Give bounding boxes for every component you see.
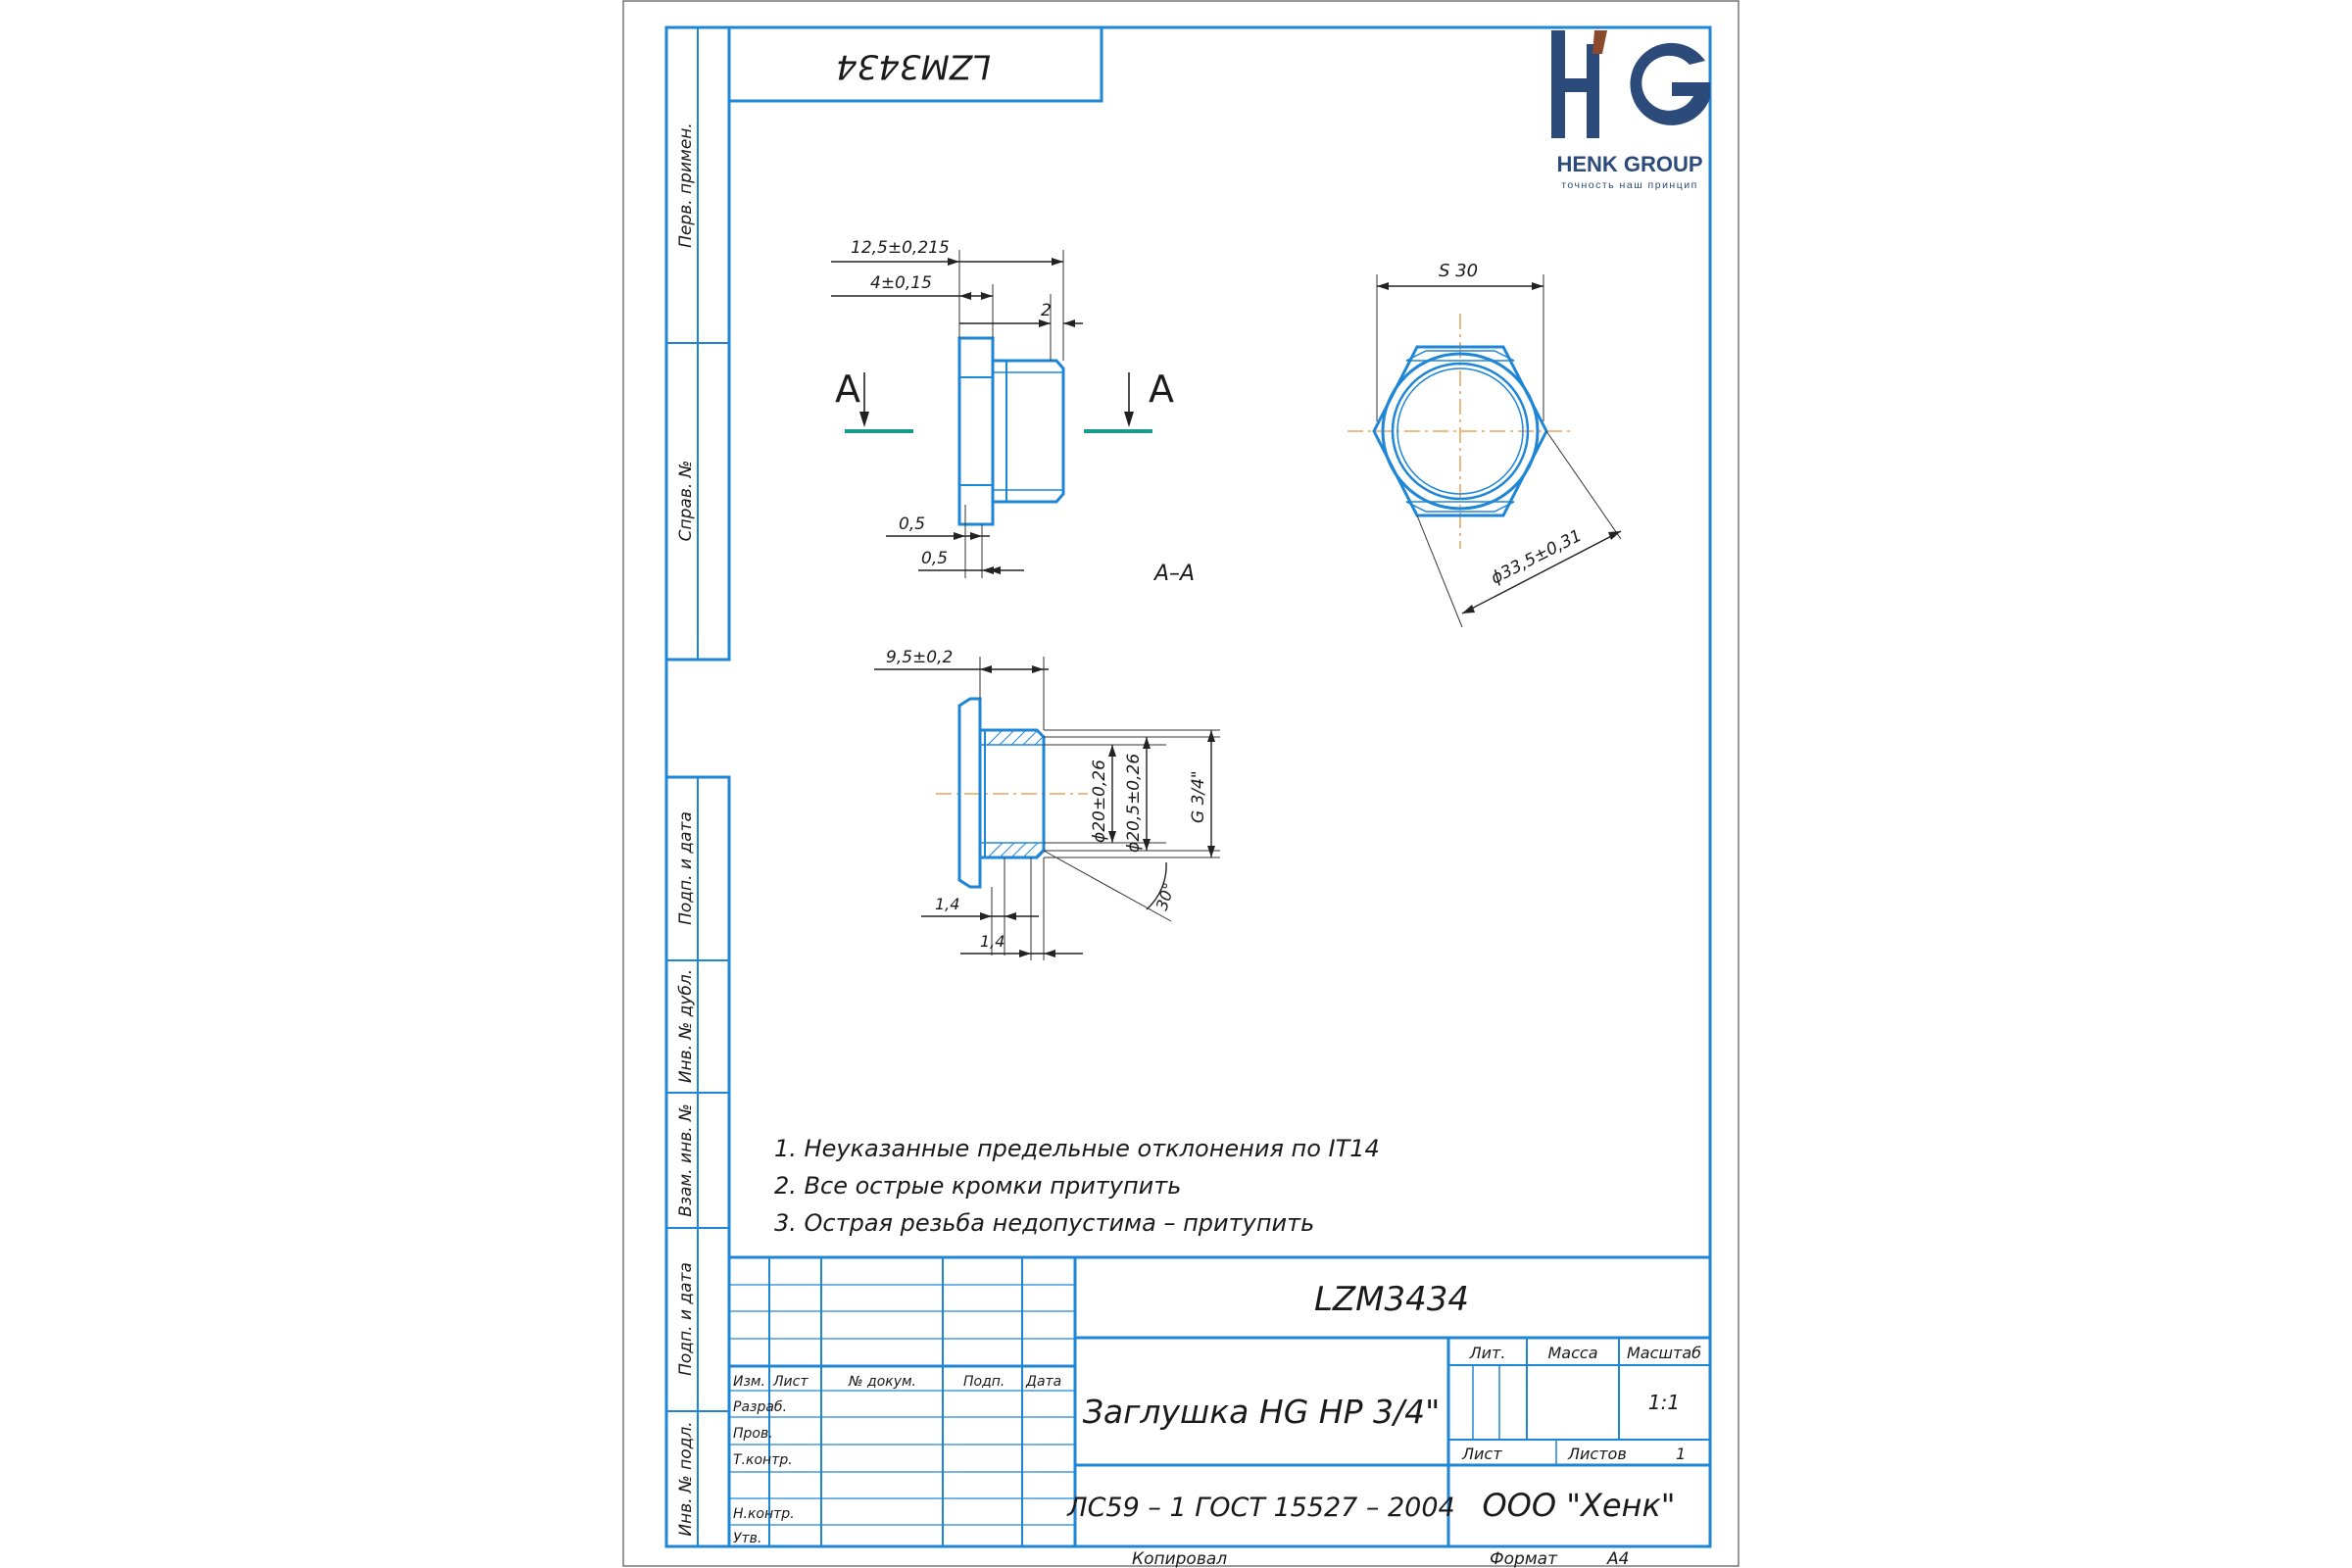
part-name: Заглушка HG HP 3/4" (1083, 1393, 1441, 1431)
dim-undercut-a: 1,4 (935, 895, 959, 913)
section-title: A–A (1152, 562, 1195, 586)
section-marker-right (1084, 372, 1152, 433)
role-nkontr: Н.контр. (733, 1506, 795, 1522)
top-stamp-box (727, 25, 1103, 103)
dim-depth: 9,5±0,2 (886, 648, 953, 667)
note-1: 1. Неуказанные предельные отклонения по … (774, 1135, 1380, 1162)
lit-label: Лит. (1469, 1344, 1506, 1362)
logo-slogan: точность наш принцип (1561, 179, 1698, 191)
side-view-dims (831, 250, 1083, 578)
hex-key-size: S 30 (1439, 261, 1478, 281)
dim-bore-205: ϕ20,5±0,26 (1124, 754, 1144, 853)
side-label-inv-podl: Инв. № подл. (676, 1421, 696, 1536)
sheet-label: Лист (1461, 1445, 1502, 1463)
role-utv: Утв. (733, 1531, 761, 1546)
dim-angle: 30° (1152, 880, 1179, 912)
dim-bore-20: ϕ20±0,26 (1090, 760, 1109, 843)
doc-number: LZM3434 (1314, 1280, 1469, 1319)
henk-group-logo: HENK GROUP точность наш принцип (1551, 30, 1710, 191)
side-label-inv-dubl: Инв. № дубл. (676, 969, 696, 1083)
scale-label: Масштаб (1627, 1344, 1701, 1362)
side-strip-lower (664, 775, 731, 1548)
dim-gap-b: 0,5 (921, 549, 948, 568)
footer-format-value: А4 (1606, 1549, 1629, 1568)
scale-value: 1:1 (1648, 1391, 1680, 1414)
col-header-podp: Подп. (963, 1374, 1004, 1390)
side-view (957, 336, 1065, 526)
side-label-sprav-no: Справ. № (676, 461, 696, 542)
section-letter-left: A (835, 368, 860, 411)
side-label-perv-primen: Перв. примен. (676, 122, 696, 248)
note-3: 3. Острая резьба недопустима – притупить (774, 1209, 1314, 1237)
side-strip-upper (664, 25, 731, 662)
col-header-doc: № докум. (848, 1374, 916, 1390)
logo-brand: HENK GROUP (1556, 152, 1702, 176)
side-label-podp-data-2: Подп. и дата (676, 1262, 696, 1376)
hex-end-view (1348, 274, 1622, 628)
dim-chamfer: 2 (1041, 301, 1052, 320)
dim-length-total: 12,5±0,215 (851, 238, 950, 258)
dim-flange: 4±0,15 (870, 273, 932, 293)
section-view (874, 657, 1220, 960)
dim-thread: G 3/4" (1189, 770, 1208, 823)
col-header-izm: Изм. (733, 1374, 765, 1390)
side-label-podp-data-1: Подп. и дата (676, 811, 696, 925)
material-spec: ЛС59 – 1 ГОСТ 15527 – 2004 (1066, 1493, 1454, 1523)
side-label-vzam-inv: Взам. инв. № (676, 1103, 696, 1216)
section-letter-right: A (1149, 368, 1174, 411)
section-marker-left (845, 372, 913, 433)
note-2: 2. Все острые кромки притупить (774, 1172, 1181, 1200)
role-prov: Пров. (733, 1426, 773, 1442)
sheets-value: 1 (1676, 1445, 1686, 1463)
sheets-label: Листов (1567, 1445, 1627, 1463)
role-razrab: Разраб. (733, 1399, 787, 1415)
title-block (729, 1255, 1710, 1546)
company-name: ООО "Хенк" (1482, 1487, 1675, 1524)
technical-notes: 1. Неуказанные предельные отклонения по … (774, 1135, 1380, 1237)
col-header-data: Дата (1025, 1374, 1061, 1390)
page-border (622, 0, 1740, 1567)
footer-copied: Копировал (1132, 1549, 1227, 1568)
dim-gap-a: 0,5 (899, 514, 925, 534)
mass-label: Масса (1547, 1344, 1597, 1362)
top-stamp-number: LZM3434 (836, 47, 991, 86)
footer-format-label: Формат (1490, 1549, 1558, 1568)
role-tkontr: Т.контр. (733, 1452, 793, 1468)
col-header-list: Лист (772, 1374, 808, 1390)
dim-undercut-b: 1,4 (980, 932, 1004, 951)
